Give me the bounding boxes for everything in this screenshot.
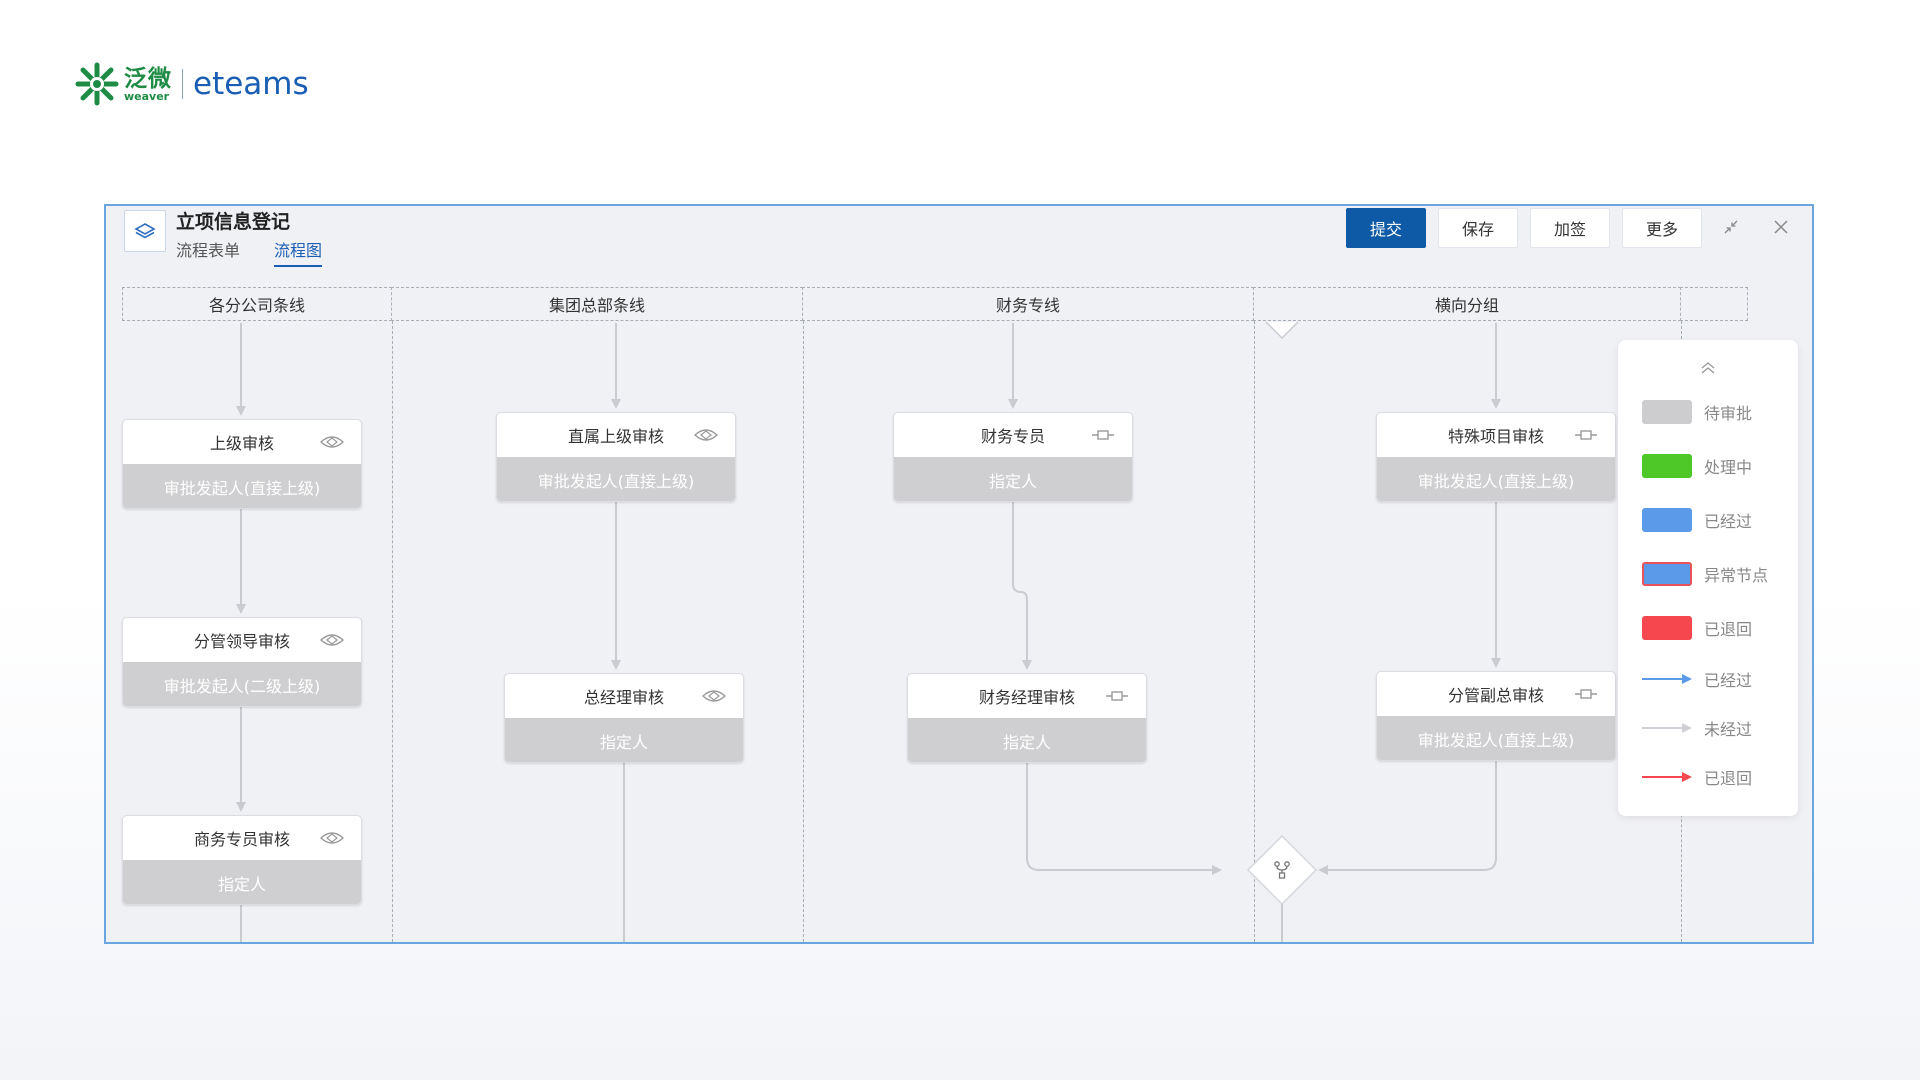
flow-node-n6[interactable]: 财务专员 指定人 bbox=[893, 412, 1133, 502]
status-legend: 待审批 处理中 已经过 异常节点 已退回 已经过 未经过 已退回 bbox=[1618, 340, 1798, 816]
lane-header-finance: 财务专线 bbox=[802, 287, 1254, 321]
tab-form[interactable]: 流程表单 bbox=[176, 241, 241, 260]
node-title: 总经理审核 bbox=[583, 688, 664, 707]
lane-divider bbox=[1254, 321, 1255, 942]
brand-divider bbox=[182, 69, 183, 99]
close-icon[interactable] bbox=[1770, 216, 1792, 238]
legend-item-exception: 异常节点 bbox=[1642, 562, 1768, 586]
lane-divider bbox=[803, 321, 804, 942]
flow-node-n2[interactable]: 分管领导审核 审批发起人(二级上级) bbox=[122, 617, 362, 707]
shrink-icon[interactable] bbox=[1720, 216, 1742, 238]
flow-node-n8[interactable]: 特殊项目审核 审批发起人(直接上级) bbox=[1376, 412, 1616, 502]
countersign-button[interactable]: 加签 bbox=[1530, 208, 1610, 248]
lane-header-hq: 集团总部条线 bbox=[391, 287, 803, 321]
chevron-up-icon[interactable] bbox=[1698, 358, 1718, 378]
connector-icon bbox=[1575, 430, 1597, 440]
legend-item-arrow-passed: 已经过 bbox=[1642, 667, 1752, 691]
legend-item-pending: 待审批 bbox=[1642, 400, 1752, 424]
node-assignee: 指定人 bbox=[505, 718, 743, 762]
legend-label: 待审批 bbox=[1704, 404, 1753, 423]
brand-name-cn: 泛微 bbox=[124, 65, 172, 92]
legend-item-processing: 处理中 bbox=[1642, 454, 1752, 478]
legend-item-arrow-returned: 已退回 bbox=[1642, 765, 1752, 789]
more-button[interactable]: 更多 bbox=[1622, 208, 1702, 248]
node-title: 特殊项目审核 bbox=[1447, 427, 1544, 446]
connector-icon bbox=[1092, 430, 1114, 440]
legend-label: 处理中 bbox=[1704, 458, 1753, 477]
legend-label: 未经过 bbox=[1704, 720, 1753, 739]
legend-swatch bbox=[1642, 562, 1692, 586]
legend-label: 已退回 bbox=[1704, 769, 1753, 788]
node-title: 财务经理审核 bbox=[978, 688, 1075, 707]
flow-node-n9[interactable]: 分管副总审核 审批发起人(直接上级) bbox=[1376, 671, 1616, 761]
eye-icon bbox=[319, 436, 345, 448]
eye-icon bbox=[693, 429, 719, 441]
submit-button[interactable]: 提交 bbox=[1346, 208, 1426, 248]
node-title: 分管领导审核 bbox=[193, 632, 290, 651]
brand-name-sub: weaver bbox=[124, 89, 170, 103]
flow-node-n3[interactable]: 商务专员审核 指定人 bbox=[122, 815, 362, 905]
legend-swatch bbox=[1642, 400, 1692, 424]
node-assignee: 审批发起人(直接上级) bbox=[1377, 457, 1615, 501]
save-button[interactable]: 保存 bbox=[1438, 208, 1518, 248]
layers-icon bbox=[124, 210, 166, 252]
legend-label: 异常节点 bbox=[1704, 566, 1769, 585]
node-assignee: 审批发起人(二级上级) bbox=[123, 662, 361, 706]
legend-label: 已退回 bbox=[1704, 620, 1753, 639]
window-header: 立项信息登记 流程表单 流程图 提交 保存 加签 更多 bbox=[106, 206, 1812, 280]
weaver-logo-icon bbox=[74, 61, 120, 107]
branch-icon bbox=[1272, 860, 1292, 880]
flow-node-n7[interactable]: 财务经理审核 指定人 bbox=[907, 673, 1147, 763]
legend-item-arrow-not-passed: 未经过 bbox=[1642, 716, 1752, 740]
flow-connectors bbox=[236, 321, 1501, 942]
node-title: 上级审核 bbox=[209, 434, 274, 453]
node-title: 商务专员审核 bbox=[193, 830, 290, 849]
legend-label: 已经过 bbox=[1704, 512, 1753, 531]
flow-node-n5[interactable]: 总经理审核 指定人 bbox=[504, 673, 744, 763]
tab-flowchart[interactable]: 流程图 bbox=[274, 237, 323, 267]
lane-header-extra bbox=[1680, 287, 1748, 321]
page-title: 立项信息登记 bbox=[176, 211, 291, 233]
view-tabs: 流程表单 流程图 bbox=[176, 237, 323, 267]
connector-icon bbox=[1575, 689, 1597, 699]
eye-icon bbox=[701, 690, 727, 702]
arrow-icon bbox=[1642, 674, 1692, 684]
node-assignee: 审批发起人(直接上级) bbox=[1377, 716, 1615, 760]
node-title: 财务专员 bbox=[980, 427, 1045, 446]
eye-icon bbox=[319, 832, 345, 844]
connector-icon bbox=[1106, 691, 1128, 701]
flow-node-n1[interactable]: 上级审核 审批发起人(直接上级) bbox=[122, 419, 362, 509]
arrow-icon bbox=[1642, 772, 1692, 782]
legend-item-returned: 已退回 bbox=[1642, 616, 1752, 640]
brand-name-en: eteams bbox=[193, 66, 309, 102]
node-assignee: 指定人 bbox=[894, 457, 1132, 501]
node-title: 分管副总审核 bbox=[1447, 686, 1544, 705]
legend-swatch bbox=[1642, 616, 1692, 640]
workflow-window: 立项信息登记 流程表单 流程图 提交 保存 加签 更多 各分公司条线 集团总部条… bbox=[104, 204, 1814, 944]
node-assignee: 指定人 bbox=[123, 860, 361, 904]
arrow-icon bbox=[1642, 723, 1692, 733]
lane-header-horizontal: 横向分组 bbox=[1253, 287, 1681, 321]
legend-label: 已经过 bbox=[1704, 671, 1753, 690]
node-assignee: 审批发起人(直接上级) bbox=[497, 457, 735, 501]
lane-divider bbox=[392, 321, 393, 942]
node-assignee: 审批发起人(直接上级) bbox=[123, 464, 361, 508]
toolbar: 提交 保存 加签 更多 bbox=[1346, 208, 1702, 248]
node-title: 直属上级审核 bbox=[567, 427, 664, 446]
node-assignee: 指定人 bbox=[908, 718, 1146, 762]
legend-item-passed: 已经过 bbox=[1642, 508, 1752, 532]
legend-swatch bbox=[1642, 454, 1692, 478]
eye-icon bbox=[319, 634, 345, 646]
flow-node-n4[interactable]: 直属上级审核 审批发起人(直接上级) bbox=[496, 412, 736, 502]
lane-header-branch: 各分公司条线 bbox=[122, 287, 392, 321]
brand-logo: 泛微 weaver eteams bbox=[74, 58, 309, 110]
legend-swatch bbox=[1642, 508, 1692, 532]
